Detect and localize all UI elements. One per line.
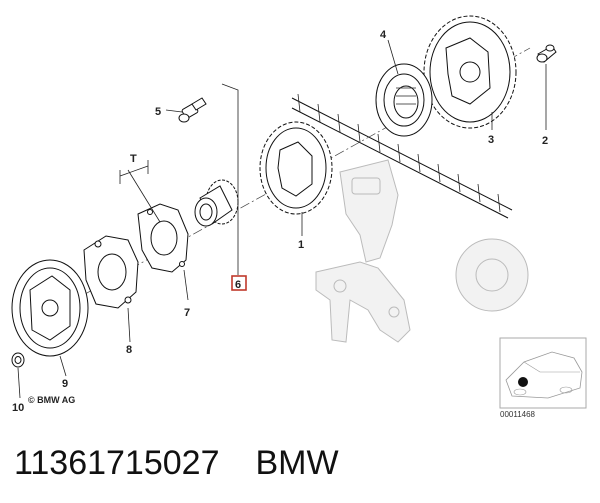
callout-2: 2 [542,135,548,147]
callout-1: 1 [298,239,304,251]
guide-rail-faded [315,261,411,343]
tensioner-rail-faded [339,159,399,263]
spur-gear [194,179,239,227]
crankshaft-sprocket [259,121,333,215]
timing-chain [291,93,513,219]
nut [11,352,25,368]
vehicle-inset: 00011468 [499,337,587,419]
callout-3: 3 [488,134,494,146]
brand-name: BMW [255,444,339,482]
dimension-t: T [119,153,161,223]
camshaft-sprocket [423,15,517,129]
engine-location-marker [518,377,528,387]
callout-5: 5 [155,106,161,118]
sprocket-hub [375,63,433,137]
plate-7 [137,203,189,273]
parts-diagram: T 1 2 3 4 5 6 7 8 9 10 © BMW AG 0001 [11,15,587,419]
callout-4: 4 [380,29,387,41]
part-caption: 11361715027 BMW [14,438,594,488]
leader-lines [17,39,547,399]
callout-6-highlight: 6 [231,275,247,291]
callout-10: 10 [12,402,24,414]
callout-9: 9 [62,378,68,390]
secondary-sprocket-faded [455,238,529,312]
dimension-label: T [130,153,137,165]
callout-6: 6 [235,279,241,291]
plate-8 [83,235,139,309]
stud-bolt [536,44,557,63]
vibration-damper [11,259,89,357]
callout-8: 8 [126,344,132,356]
inset-reference-number: 00011468 [500,410,536,419]
part-number: 11361715027 [14,444,220,482]
copyright-text: © BMW AG [28,395,75,405]
callout-7: 7 [184,307,190,319]
bolt-5 [178,97,207,123]
